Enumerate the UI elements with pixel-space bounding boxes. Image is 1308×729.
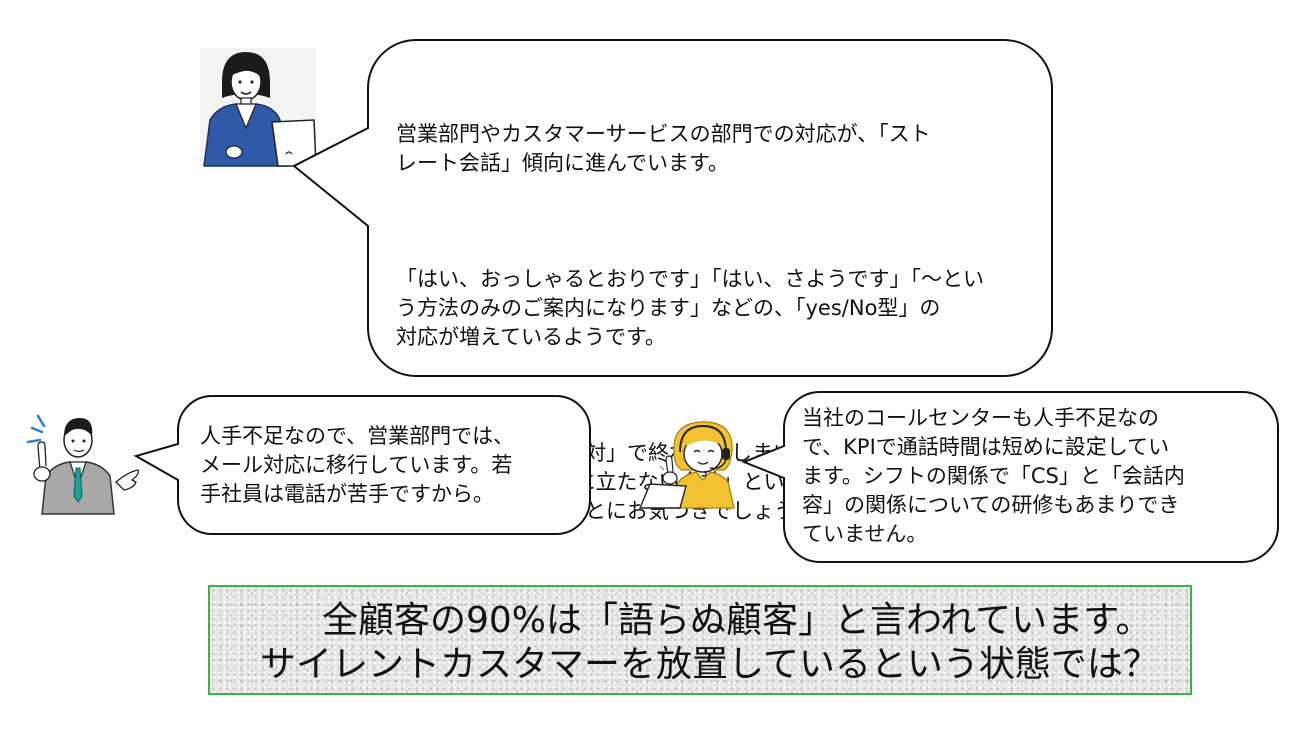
- banner-line-1: 全顧客の90%は「語らぬ顧客」と言われています。: [322, 600, 1152, 641]
- businesswoman-illustration: [200, 48, 317, 167]
- call-center-operator-illustration: [638, 421, 735, 509]
- conclusion-banner: 全顧客の90%は「語らぬ顧客」と言われています。 サイレントカスタマーを放置して…: [208, 585, 1192, 695]
- right-bubble-text: 当社のコールセンターも人手不足なの で、KPIで通話時間は短めに設定してい ます…: [802, 406, 1185, 546]
- top-bubble-paragraph-2: 「はい、おっしゃるとおりです」「はい、さようです」「～とい う方法のみのご案内に…: [396, 267, 984, 349]
- top-bubble-paragraph-1: 営業部門やカスタマーサービスの部門での対応が、「スト レート会話」傾向に進んでい…: [396, 122, 931, 175]
- businessman-illustration: [26, 414, 140, 515]
- left-bubble-text: 人手不足なので、営業部門では、 メール対応に移行しています。若 手社員は電話が苦…: [200, 424, 515, 506]
- banner-line-2: サイレントカスタマーを放置しているという状態では？: [260, 644, 1159, 685]
